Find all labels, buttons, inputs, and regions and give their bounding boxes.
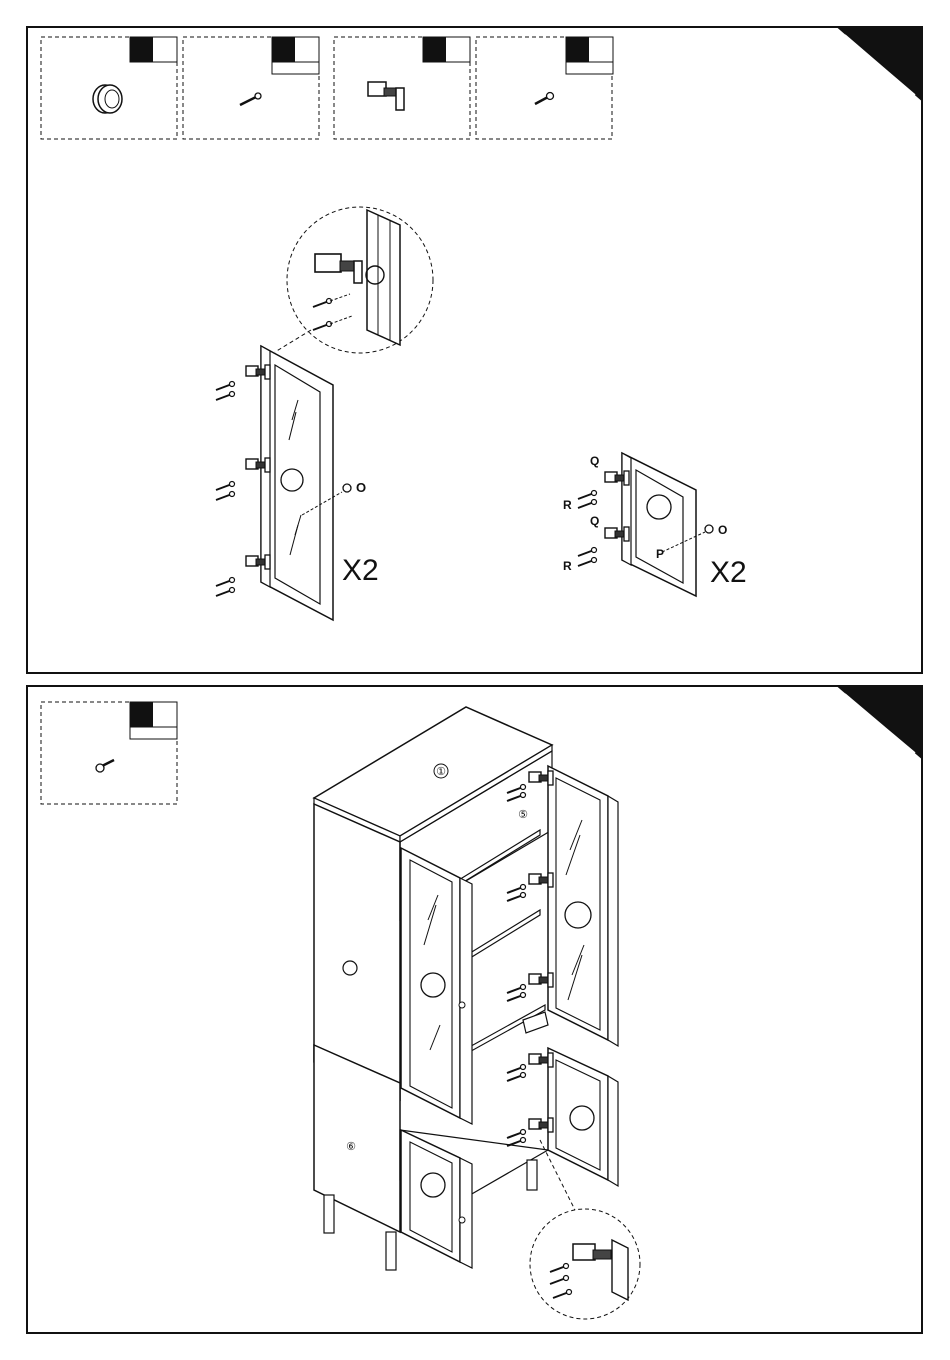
label-r-upper: R [563, 498, 572, 512]
screw-icon [96, 760, 114, 772]
parts-box-screw-short [476, 37, 613, 139]
tall-glass-door [216, 346, 351, 620]
parts-box-step2-screw [41, 702, 177, 804]
quantity-small-door: X2 [710, 556, 747, 589]
hinge-icon [368, 82, 404, 110]
parts-box-screw-long [183, 37, 319, 139]
panel-number-side-label: ⑥ [346, 1141, 356, 1153]
step-1-panel [27, 27, 922, 673]
short-screw-icon [535, 93, 554, 105]
quantity-tall-door: X2 [342, 554, 379, 587]
parts-box-knob [41, 37, 177, 139]
panel-number-shelf-label: ⑤ [518, 809, 528, 821]
label-q-upper: Q [590, 454, 599, 468]
hinge-detail-circle [275, 207, 433, 353]
label-o-small: O [718, 523, 727, 537]
label-p: P [656, 547, 664, 561]
label-o-tall: O [356, 480, 366, 495]
panel-number-top-label: ① [436, 766, 446, 778]
knob-icon [93, 85, 122, 113]
wood-screw-icon [240, 93, 261, 105]
label-r-lower: R [563, 559, 572, 573]
cabinet-assembly [314, 707, 618, 1270]
parts-box-hinge [334, 37, 470, 139]
label-q-lower: Q [590, 514, 599, 528]
